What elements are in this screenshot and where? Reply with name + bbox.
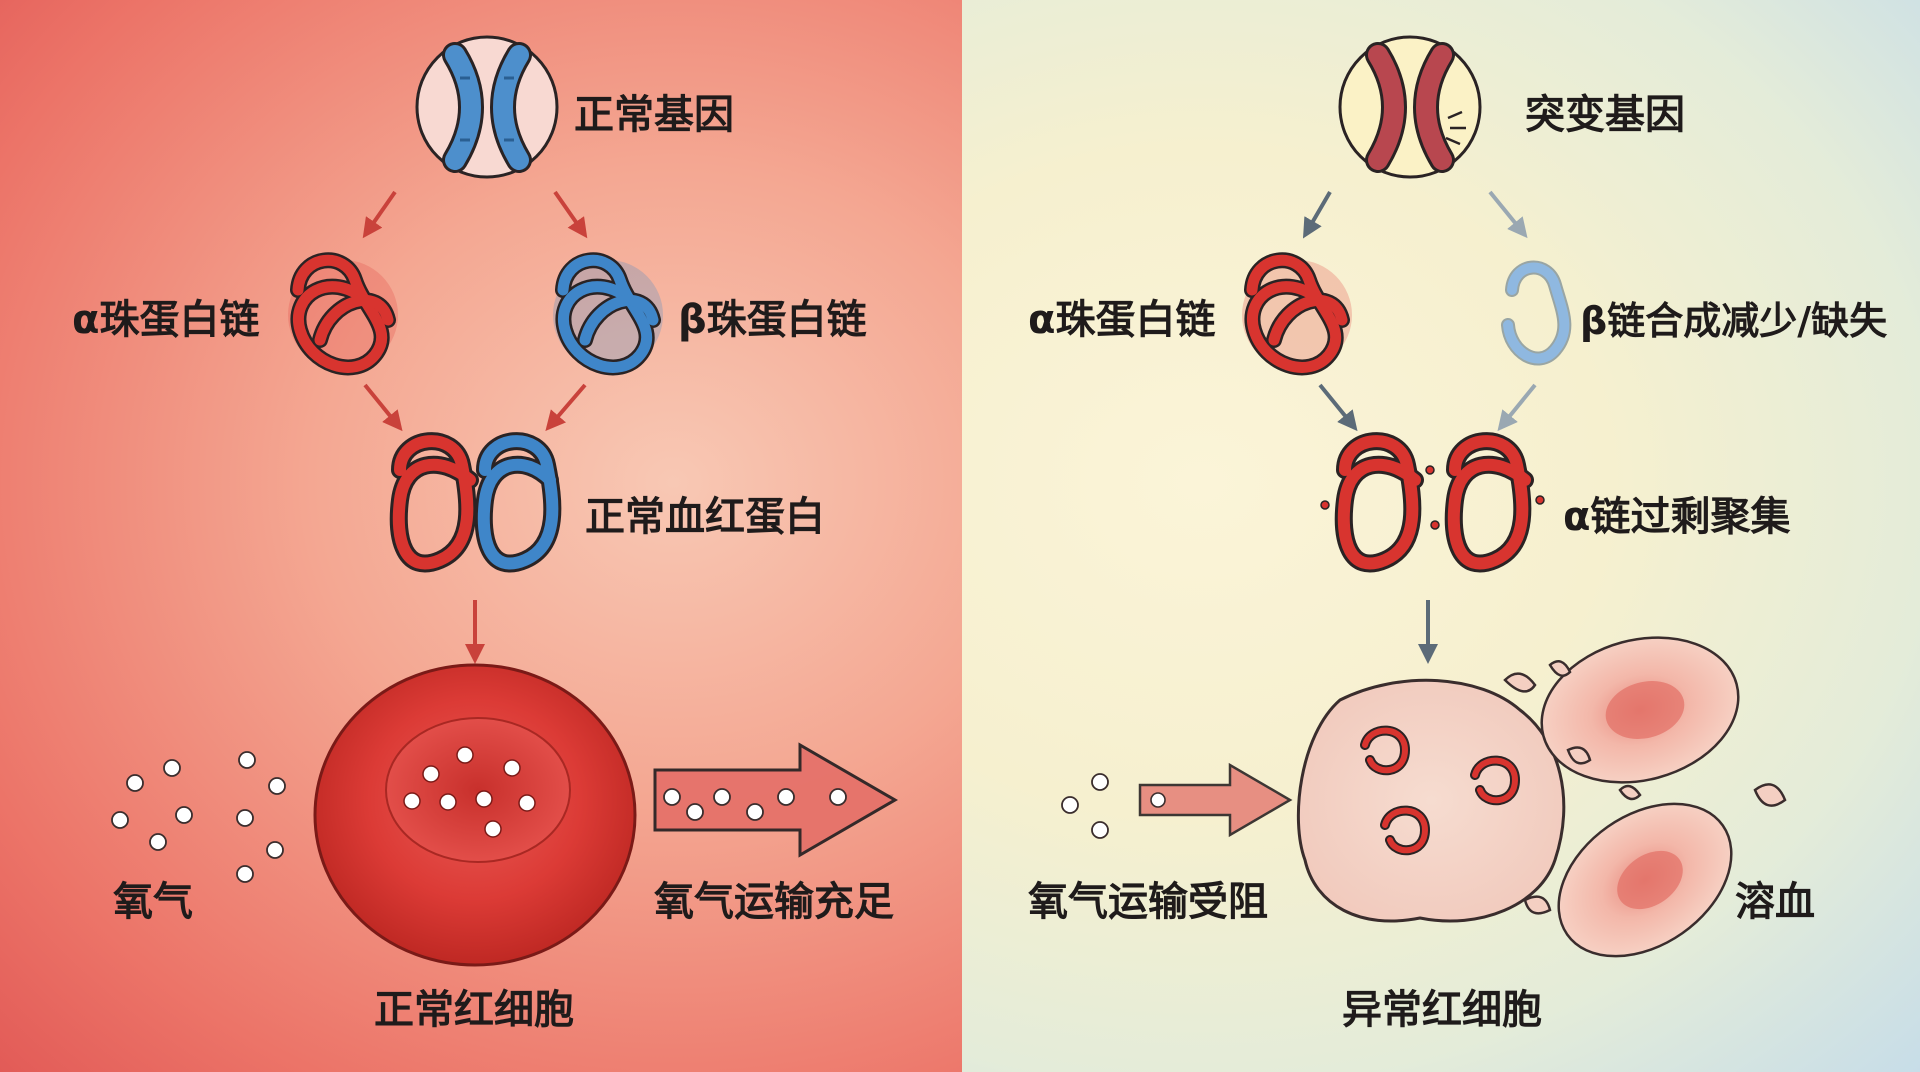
mutant-gene-label: 突变基因 <box>1525 92 1685 138</box>
oxygen-transport-arrow <box>653 742 898 858</box>
alpha-chain-icon <box>288 252 398 376</box>
oxygen-label: 氧气 <box>113 879 193 925</box>
alpha-chain-label-mutant: α珠蛋白链 <box>1028 297 1216 343</box>
beta-reduced-label: β链合成减少/缺失 <box>1580 299 1888 343</box>
alpha-chain-icon-mutant <box>1242 252 1352 376</box>
oxygen-molecules <box>111 751 286 883</box>
abnormal-red-blood-cell <box>1296 678 1566 923</box>
abnormal-cell-label: 异常红细胞 <box>1342 987 1542 1033</box>
hemoglobin-icon <box>389 432 562 573</box>
hemoglobin-label: 正常血红蛋白 <box>585 494 825 540</box>
normal-gene-label: 正常基因 <box>574 92 734 138</box>
hemolysis-fragments <box>1503 636 1787 958</box>
alpha-chain-label: α珠蛋白链 <box>72 297 260 343</box>
normal-cell-label: 正常红细胞 <box>374 987 574 1033</box>
oxygen-transport-label: 氧气运输充足 <box>654 879 894 925</box>
beta-chain-faded-icon <box>1501 260 1572 366</box>
beta-chain-label: β珠蛋白链 <box>678 297 867 343</box>
beta-chain-icon <box>553 252 663 376</box>
alpha-aggregate-label: α链过剩聚集 <box>1563 494 1791 540</box>
hemolysis-label: 溶血 <box>1735 879 1815 925</box>
alpha-aggregate-icon <box>1320 432 1545 573</box>
normal-arrows <box>362 190 588 664</box>
mutant-chromosome-icon <box>1338 35 1482 179</box>
oxygen-molecules-mutant <box>1061 773 1109 839</box>
normal-red-blood-cell <box>313 663 637 967</box>
mutant-arrows <box>1302 190 1537 664</box>
oxygen-blocked-label: 氧气运输受阻 <box>1028 879 1268 925</box>
normal-chromosome-icon <box>415 35 559 179</box>
oxygen-blocked-arrow <box>1138 762 1293 838</box>
